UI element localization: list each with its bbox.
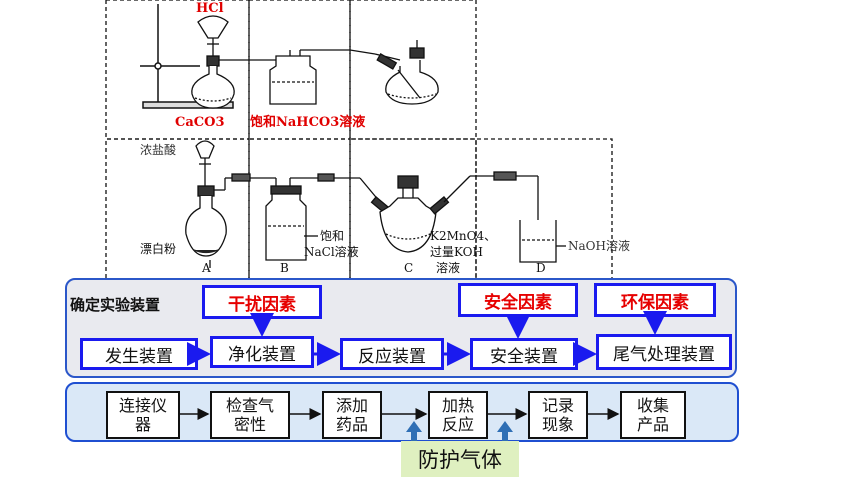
device-panel-title: 确定实验装置 bbox=[70, 296, 161, 314]
label-nacl-1: 饱和 bbox=[320, 228, 344, 243]
step-purify: 净化装置 bbox=[210, 336, 314, 368]
reaction-flask-top bbox=[349, 40, 439, 105]
wash-bottle-top bbox=[249, 49, 350, 105]
proc-collect: 收集 产品 bbox=[620, 391, 686, 439]
label-nacl-2: NaCl溶液 bbox=[304, 244, 359, 259]
generator-a bbox=[185, 140, 240, 268]
up-arrow-2 bbox=[497, 421, 513, 442]
label-c: C bbox=[404, 261, 413, 275]
step-reaction: 反应装置 bbox=[340, 338, 444, 370]
proc-add-reagent: 添加 药品 bbox=[322, 391, 382, 439]
step-safety: 安全装置 bbox=[470, 338, 578, 370]
label-naoh: NaOH溶液 bbox=[568, 238, 630, 253]
label-d: D bbox=[536, 261, 546, 275]
label-hcl: HCl bbox=[196, 1, 224, 16]
factor-interference: 干扰因素 bbox=[202, 285, 322, 319]
label-reactor-1: K2MnO4、 bbox=[430, 229, 496, 243]
label-b: B bbox=[280, 261, 289, 275]
apparatus-diagram: HCl CaCO3 饱和NaHCO3溶液 浓盐酸 漂白粉 饱和 NaCl溶液 K… bbox=[105, 0, 630, 278]
proc-connect: 连接仪 器 bbox=[106, 391, 180, 439]
proc-check-airtight: 检查气 密性 bbox=[210, 391, 290, 439]
label-a: A bbox=[201, 261, 211, 275]
wash-bottle-b bbox=[265, 173, 360, 261]
three-neck-flask-c bbox=[359, 175, 498, 253]
step-tail-gas: 尾气处理装置 bbox=[596, 334, 732, 370]
iron-stand bbox=[140, 4, 234, 109]
flask-top bbox=[191, 55, 249, 109]
proc-heat: 加热 反应 bbox=[428, 391, 488, 439]
protective-gas-label: 防护气体 bbox=[401, 441, 519, 477]
dashed-frames-bottom bbox=[105, 138, 613, 278]
up-arrow-1 bbox=[406, 421, 422, 442]
label-conc-hcl: 浓盐酸 bbox=[140, 142, 176, 157]
factor-environment: 环保因素 bbox=[594, 283, 716, 317]
label-reactor-2: 过量KOH bbox=[430, 245, 483, 259]
step-generator: 发生装置 bbox=[80, 338, 198, 370]
beaker-d bbox=[493, 171, 566, 263]
label-reactor-3: 溶液 bbox=[436, 260, 460, 275]
label-bleach: 漂白粉 bbox=[140, 241, 176, 256]
proc-record: 记录 现象 bbox=[528, 391, 588, 439]
label-nahco3: 饱和NaHCO3溶液 bbox=[249, 114, 365, 130]
label-caco3: CaCO3 bbox=[175, 115, 225, 130]
